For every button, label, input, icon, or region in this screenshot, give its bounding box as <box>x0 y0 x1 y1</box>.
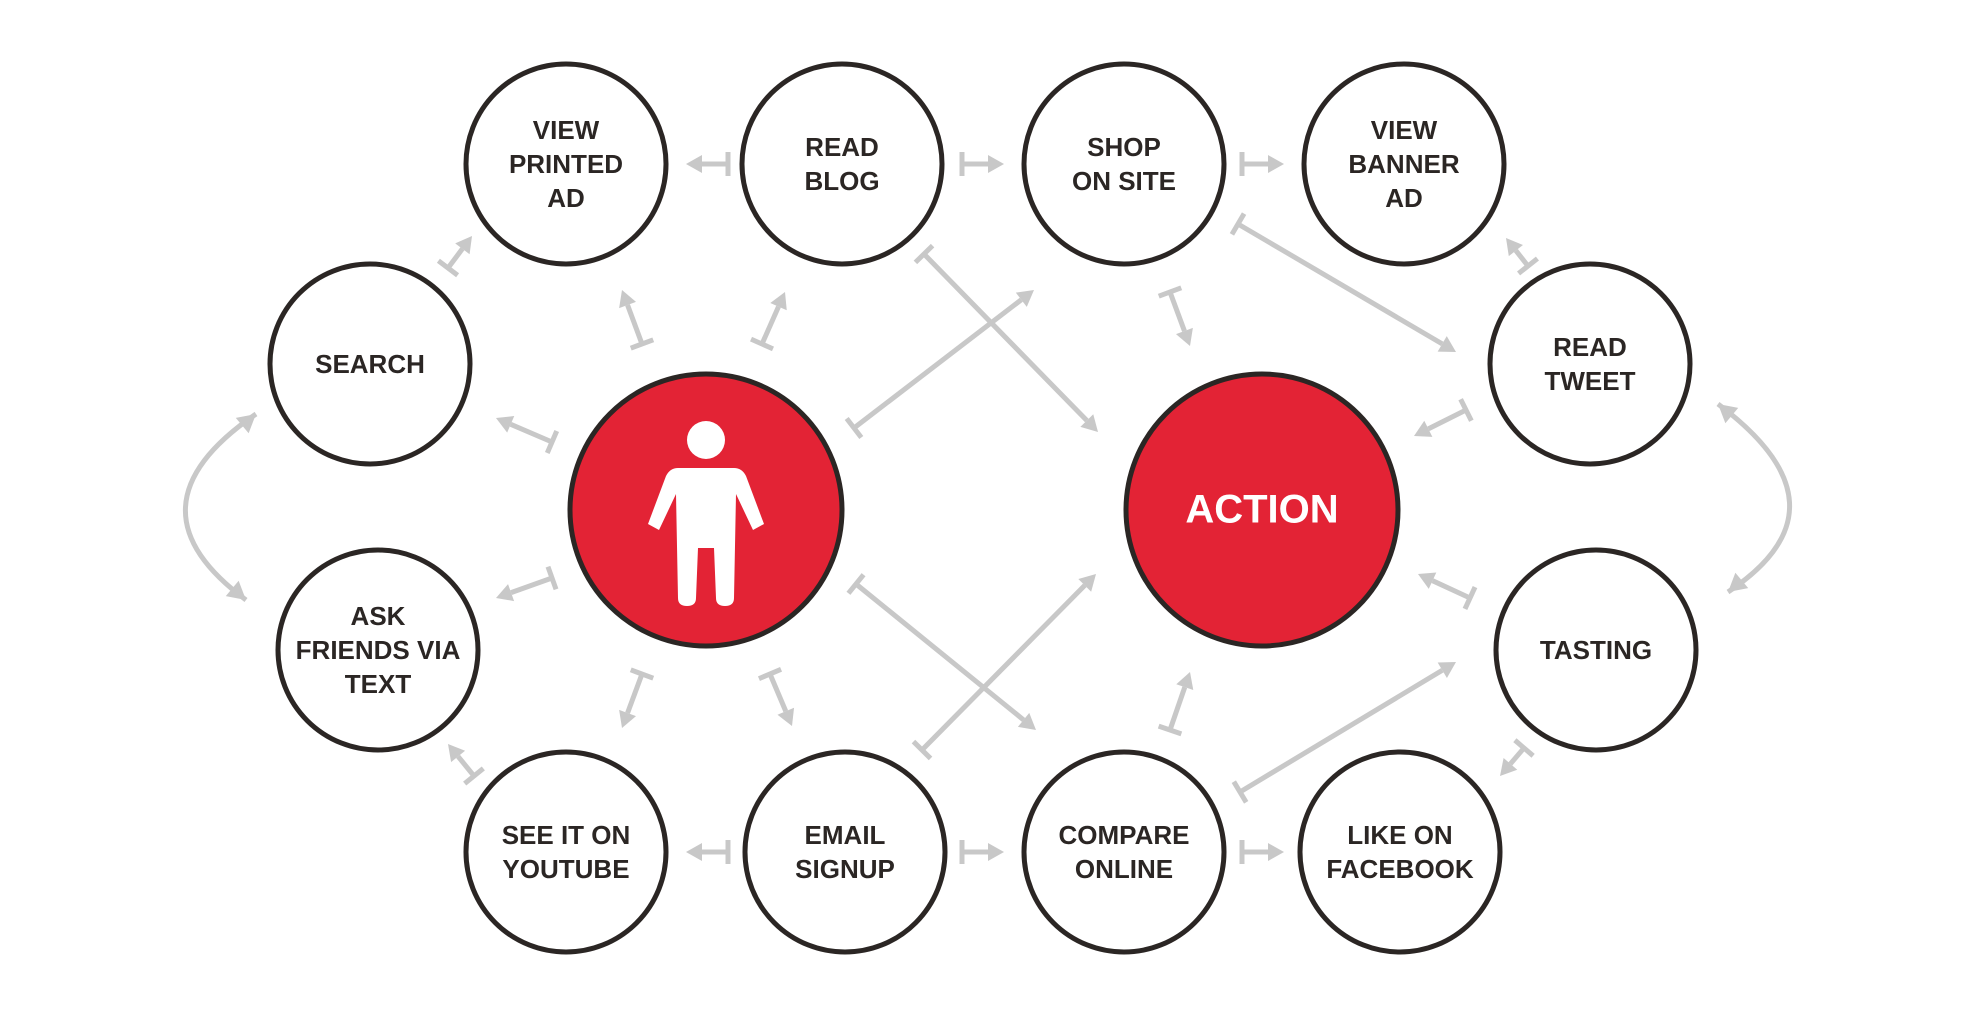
node-circle-shop-on-site <box>1021 61 1227 267</box>
connector-arrows <box>182 152 1793 864</box>
arrow-compare-to-tasting <box>1231 662 1456 804</box>
node-circle-email-signup <box>742 749 948 955</box>
action-hub-circle <box>1123 371 1401 649</box>
arrow-tweet-to-action <box>1414 398 1474 437</box>
arrow-tweet-tasting-loop <box>1716 401 1793 595</box>
arrow-search-to-printed-ad <box>436 236 472 278</box>
node-circle-see-it-on-youtube <box>463 749 669 955</box>
arrow-person-to-search <box>496 416 560 455</box>
arrow-tasting-to-action <box>1418 572 1478 610</box>
node-circle-read-blog <box>739 61 945 267</box>
arrow-blog-to-printed-ad <box>686 152 731 176</box>
arrow-person-to-printed-ad <box>619 290 655 351</box>
arrow-compare-to-facebook <box>1239 840 1284 864</box>
touchpoint-nodes <box>267 61 1699 955</box>
node-circle-ask-friends-via-text <box>275 547 481 753</box>
arrow-email-to-compare <box>959 840 1004 864</box>
node-circle-read-tweet <box>1487 261 1693 467</box>
action-label: ACTION <box>1185 487 1339 532</box>
arrow-person-to-compare <box>846 573 1036 730</box>
arrow-compare-to-action <box>1157 672 1194 737</box>
arrow-person-to-youtube <box>619 667 655 728</box>
node-circle-view-printed-ad <box>463 61 669 267</box>
node-circle-view-banner-ad <box>1301 61 1507 267</box>
arrow-shop-to-banner <box>1239 152 1284 176</box>
arrow-person-to-email <box>757 667 795 726</box>
arrow-youtube-to-ask-friends <box>448 744 485 786</box>
node-circle-compare-online <box>1021 749 1227 955</box>
arrow-blog-to-shop <box>959 152 1004 176</box>
node-circle-like-on-facebook <box>1297 749 1503 955</box>
arrow-person-to-ask-friends <box>496 565 559 602</box>
arrow-search-ask-friends-loop <box>182 411 258 603</box>
arrow-email-to-youtube <box>686 840 731 864</box>
node-circle-search <box>267 261 473 467</box>
arrow-tasting-to-facebook <box>1500 738 1535 776</box>
arrow-shop-to-tweet <box>1229 212 1456 352</box>
arrow-shop-to-action <box>1157 285 1193 346</box>
arrow-tweet-to-banner <box>1506 238 1539 276</box>
arrow-person-to-shop <box>844 290 1034 440</box>
person-icon <box>648 421 764 606</box>
arrow-email-to-action <box>911 574 1096 761</box>
arrow-blog-to-action <box>913 243 1098 432</box>
arrow-person-to-blog <box>750 292 787 352</box>
node-circle-tasting <box>1493 547 1699 753</box>
hub-nodes <box>567 371 1401 649</box>
